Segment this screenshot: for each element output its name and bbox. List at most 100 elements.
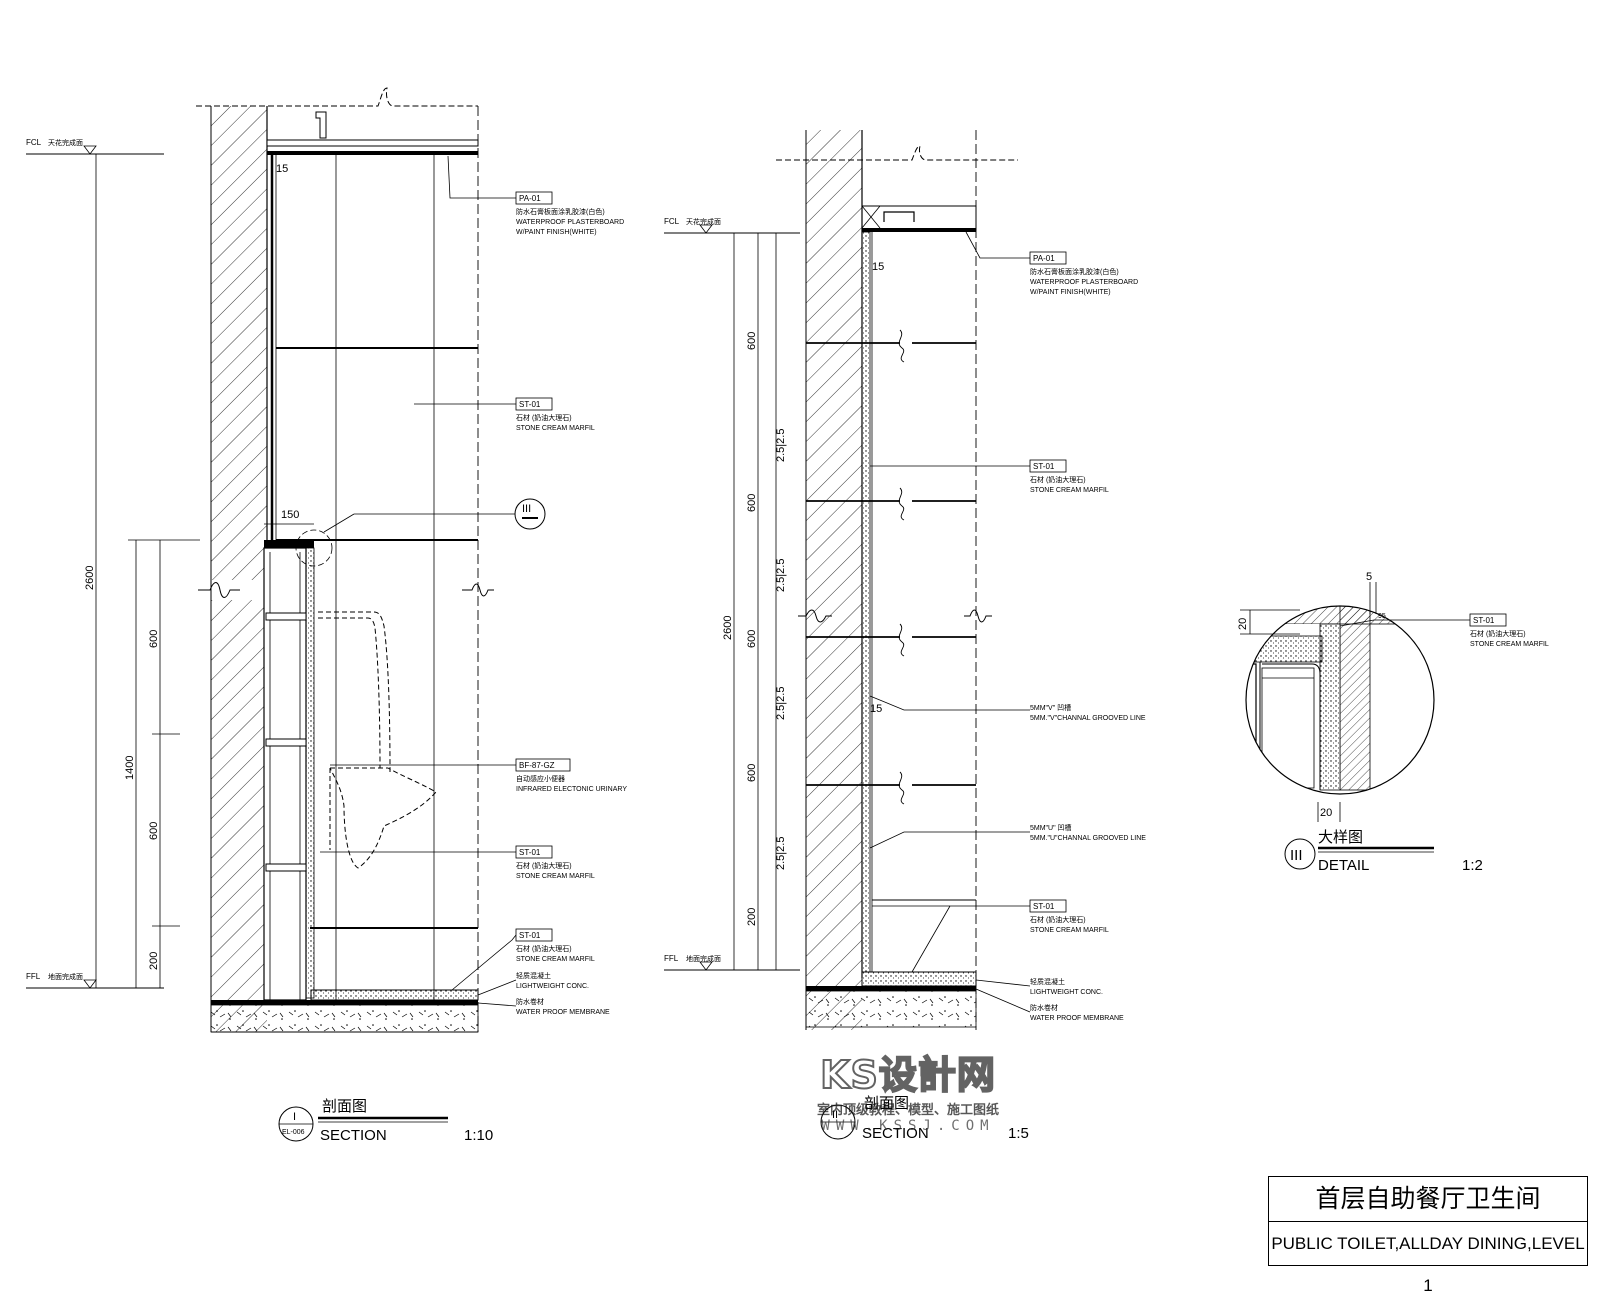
svg-text:剖面图: 剖面图 — [322, 1098, 367, 1115]
svg-text:W/PAINT FINISH(WHITE): W/PAINT FINISH(WHITE) — [1030, 289, 1111, 296]
svg-text:大样图: 大样图 — [1318, 829, 1363, 846]
callout-2-pa-01: PA-01 防水石膏板面涂乳胶漆(白色) WATERPROOF PLASTERB… — [965, 231, 1138, 296]
callout-st-01-c: ST-01 石材 (奶油大理石) STONE CREAM MARFIL 轻质混凝… — [451, 928, 610, 1016]
svg-text:STONE CREAM MARFIL: STONE CREAM MARFIL — [1030, 927, 1109, 934]
wall-hatch-2 — [806, 130, 862, 1030]
svg-text:ST-01: ST-01 — [1473, 616, 1495, 625]
section-1-title: I EL-006 剖面图 SECTION 1:10 — [278, 1098, 493, 1144]
section-2-title: II 剖面图 SECTION 1:5 — [820, 1095, 1029, 1142]
svg-text:2600: 2600 — [722, 616, 734, 640]
svg-text:防水卷材: 防水卷材 — [1030, 1003, 1058, 1012]
svg-text:FCL: FCL — [664, 217, 680, 226]
svg-text:II: II — [832, 1109, 838, 1121]
svg-text:轻质混凝土: 轻质混凝土 — [1030, 977, 1065, 986]
detail-title: III 大样图 DETAIL 1:2 — [1284, 829, 1483, 874]
svg-text:III: III — [522, 503, 531, 515]
detail-reference-iii: III — [295, 498, 546, 567]
floor-slab-2 — [805, 990, 977, 1028]
svg-text:15: 15 — [872, 261, 884, 273]
svg-text:600: 600 — [746, 332, 758, 350]
callout-2-st-01-a: ST-01 石材 (奶油大理石) STONE CREAM MARFIL — [870, 459, 1109, 494]
svg-text:石材 (奶油大理石): 石材 (奶油大理石) — [516, 944, 572, 953]
floor-slab — [210, 1004, 479, 1033]
svg-text:石材 (奶油大理石): 石材 (奶油大理石) — [1470, 629, 1526, 638]
dim-200: 200 — [148, 952, 160, 970]
fcl-cn-label: 天花完成面 — [48, 138, 83, 147]
svg-text:石材 (奶油大理石): 石材 (奶油大理石) — [1030, 475, 1086, 484]
callout-2-v-groove: 5MM"V" 凹槽 5MM."V"CHANNAL GROOVED LINE — [869, 695, 1146, 722]
urinal-outline — [318, 611, 437, 869]
callout-bf-87-gz: BF-87-GZ 自动感应小便器 INFRARED ELECTONIC URIN… — [330, 758, 627, 793]
svg-text:WATER PROOF MEMBRANE: WATER PROOF MEMBRANE — [516, 1009, 610, 1016]
svg-text:SECTION: SECTION — [320, 1127, 387, 1144]
svg-text:INFRARED ELECTONIC URINARY: INFRARED ELECTONIC URINARY — [516, 786, 627, 793]
stone-joints — [806, 342, 976, 786]
wall-hatch — [211, 106, 267, 580]
svg-text:SECTION: SECTION — [862, 1125, 929, 1142]
svg-text:ST-01: ST-01 — [1033, 902, 1055, 911]
svg-text:WATER PROOF MEMBRANE: WATER PROOF MEMBRANE — [1030, 1015, 1124, 1022]
watermark-url: WWW.KSSJ.COM — [821, 1118, 995, 1134]
dimension-lines — [95, 154, 314, 988]
svg-text:W/PAINT FINISH(WHITE): W/PAINT FINISH(WHITE) — [516, 229, 597, 236]
watermark: KS设計网 室内顶级教程、模型、施工图纸 WWW.KSSJ.COM — [788, 1044, 1028, 1134]
svg-text:天花完成面: 天花完成面 — [686, 217, 721, 226]
fcl-label: FCL — [26, 138, 42, 147]
svg-text:5MM"V" 凹槽: 5MM"V" 凹槽 — [1030, 703, 1071, 712]
svg-text:1:2: 1:2 — [1462, 857, 1483, 874]
callout-2-st-01-b: ST-01 石材 (奶油大理石) STONE CREAM MARFIL 轻质混凝… — [872, 899, 1124, 1022]
dim-1400: 1400 — [124, 756, 136, 780]
section-2: FCL 天花完成面 FFL 地面完成面 2600 600 600 600 600… — [664, 130, 1146, 1142]
svg-text:STONE CREAM MARFIL: STONE CREAM MARFIL — [1030, 487, 1109, 494]
ceiling-hanger — [315, 111, 327, 139]
detail-dim-20-horizontal: 20 — [1320, 807, 1332, 819]
title-block-chinese: 首层自助餐厅卫生间 — [1269, 1177, 1587, 1222]
svg-text:自动感应小便器: 自动感应小便器 — [516, 774, 565, 783]
detail-dims — [1240, 582, 1377, 822]
svg-text:LIGHTWEIGHT CONC.: LIGHTWEIGHT CONC. — [516, 983, 589, 990]
svg-text:600: 600 — [746, 764, 758, 782]
dim-2600: 2600 — [84, 566, 96, 590]
right-break-symbol — [462, 583, 494, 597]
top-break-line-2 — [776, 145, 1018, 161]
svg-text:ST-01: ST-01 — [519, 400, 541, 409]
callout-2-u-groove: 5MM"U" 凹槽 5MM."U"CHANNAL GROOVED LINE — [869, 823, 1146, 849]
svg-text:ST-01: ST-01 — [1033, 462, 1055, 471]
svg-text:ST-01: ST-01 — [519, 848, 541, 857]
ffl-marker: FFL 地面完成面 — [26, 972, 164, 989]
svg-text:2.5|2.5: 2.5|2.5 — [775, 559, 787, 592]
svg-text:防水石膏板面涂乳胶漆(白色): 防水石膏板面涂乳胶漆(白色) — [1030, 267, 1119, 276]
svg-text:PA-01: PA-01 — [519, 194, 541, 203]
svg-text:15: 15 — [870, 703, 882, 715]
svg-text:1:10: 1:10 — [464, 1127, 493, 1144]
detail-3: 5 20 20 95 ST-01 石材 (奶油大理石) STONE CREAM … — [1237, 571, 1549, 874]
dim-15: 15 — [276, 163, 288, 175]
svg-text:石材 (奶油大理石): 石材 (奶油大理石) — [1030, 915, 1086, 924]
ceiling-board — [267, 151, 478, 155]
svg-text:III: III — [1290, 847, 1303, 864]
svg-text:STONE CREAM MARFIL: STONE CREAM MARFIL — [1470, 641, 1549, 648]
ffl-cn-label: 地面完成面 — [48, 972, 83, 981]
title-block: 首层自助餐厅卫生间 PUBLIC TOILET,ALLDAY DINING,LE… — [1268, 1176, 1588, 1295]
svg-text:STONE CREAM MARFIL: STONE CREAM MARFIL — [516, 873, 595, 880]
svg-text:600: 600 — [746, 630, 758, 648]
svg-text:2.5|2.5: 2.5|2.5 — [775, 687, 787, 720]
svg-text:石材 (奶油大理石): 石材 (奶油大理石) — [516, 413, 572, 422]
detail-dim-5: 5 — [1366, 571, 1372, 583]
svg-text:WATERPROOF PLASTERBOARD: WATERPROOF PLASTERBOARD — [1030, 279, 1138, 286]
svg-text:5MM."V"CHANNAL GROOVED LINE: 5MM."V"CHANNAL GROOVED LINE — [1030, 715, 1146, 722]
svg-text:PA-01: PA-01 — [1033, 254, 1055, 263]
svg-text:石材 (奶油大理石): 石材 (奶油大理石) — [516, 861, 572, 870]
wall-hatch-lower — [211, 600, 267, 1032]
watermark-subtitle: 室内顶级教程、模型、施工图纸 — [816, 1103, 999, 1118]
svg-text:ST-01: ST-01 — [519, 931, 541, 940]
svg-text:I: I — [293, 1111, 296, 1123]
svg-text:FFL: FFL — [664, 954, 679, 963]
svg-text:1:5: 1:5 — [1008, 1125, 1029, 1142]
svg-text:LIGHTWEIGHT CONC.: LIGHTWEIGHT CONC. — [1030, 989, 1103, 996]
niche-stone — [263, 547, 307, 1001]
fcl-marker: FCL 天花完成面 — [26, 138, 164, 155]
callout-pa-01: PA-01 防水石膏板面涂乳胶漆(白色) WATERPROOF PLASTERB… — [447, 155, 624, 236]
svg-text:WATERPROOF PLASTERBOARD: WATERPROOF PLASTERBOARD — [516, 219, 624, 226]
detail-dim-20-vertical: 20 — [1237, 618, 1249, 630]
